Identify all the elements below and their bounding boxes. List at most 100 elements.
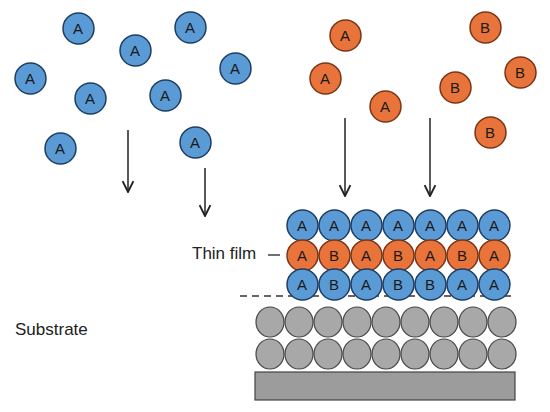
particle-circle: A <box>350 209 383 242</box>
particle-letter: A <box>446 209 479 242</box>
particle-circle: A <box>382 209 415 242</box>
region-label: Thin film <box>192 244 256 264</box>
particle-circle: A <box>478 268 511 301</box>
particle-letter: A <box>318 209 351 242</box>
particle-circle: A <box>309 62 342 95</box>
particle-circle: A <box>318 209 351 242</box>
particle-letter: A <box>309 62 342 95</box>
particle-letter: A <box>478 209 511 242</box>
particle-circle: A <box>446 209 479 242</box>
particle-letter: A <box>179 126 212 159</box>
particle-letter: A <box>14 62 47 95</box>
particle-circle: A <box>350 268 383 301</box>
substrate-atom <box>372 307 400 337</box>
particle-circle: B <box>504 56 537 89</box>
particle-letter: A <box>350 239 383 272</box>
particle-circle: A <box>414 239 447 272</box>
particle-letter: A <box>446 268 479 301</box>
particle-circle: A <box>44 132 77 165</box>
particle-letter: A <box>329 19 362 52</box>
substrate-atom <box>256 339 284 369</box>
particle-circle: A <box>329 19 362 52</box>
particle-circle: A <box>179 126 212 159</box>
substrate-atom <box>285 339 313 369</box>
particle-letter: A <box>382 209 415 242</box>
particle-letter: B <box>504 56 537 89</box>
particle-circle: A <box>414 209 447 242</box>
particle-letter: B <box>318 268 351 301</box>
substrate-atom <box>459 339 487 369</box>
particle-letter: B <box>446 239 479 272</box>
particle-circle: B <box>414 268 447 301</box>
substrate-base <box>255 372 515 400</box>
particle-letter: B <box>382 239 415 272</box>
particle-circle: B <box>382 268 415 301</box>
substrate-atom <box>488 307 516 337</box>
particle-circle: B <box>382 239 415 272</box>
particle-circle: A <box>119 34 152 67</box>
substrate-atom <box>372 339 400 369</box>
particle-circle: B <box>446 239 479 272</box>
particle-letter: A <box>286 268 319 301</box>
substrate-atom <box>459 307 487 337</box>
region-label: Substrate <box>15 320 88 340</box>
particle-circle: A <box>14 62 47 95</box>
substrate-atom <box>430 339 458 369</box>
particle-letter: A <box>219 52 252 85</box>
particle-circle: A <box>286 209 319 242</box>
particle-letter: A <box>44 132 77 165</box>
substrate-atom <box>401 339 429 369</box>
substrate-atoms <box>256 307 516 369</box>
substrate-atom <box>314 339 342 369</box>
particle-letter: A <box>478 239 511 272</box>
particle-circle: A <box>219 52 252 85</box>
substrate-atom <box>314 307 342 337</box>
particle-circle: A <box>286 268 319 301</box>
substrate-atom <box>256 307 284 337</box>
leader-line <box>268 254 280 255</box>
particle-letter: A <box>414 239 447 272</box>
particle-circle: A <box>369 90 402 123</box>
substrate-atom <box>285 307 313 337</box>
particle-circle: A <box>174 11 207 44</box>
particle-letter: A <box>286 209 319 242</box>
particle-letter: A <box>174 11 207 44</box>
particle-circle: A <box>478 239 511 272</box>
particle-letter: A <box>286 239 319 272</box>
particle-letter: A <box>119 34 152 67</box>
particle-letter: A <box>62 12 95 45</box>
particle-circle: B <box>318 268 351 301</box>
particle-letter: A <box>350 268 383 301</box>
particle-circle: A <box>74 82 107 115</box>
particle-circle: B <box>439 71 472 104</box>
particle-circle: B <box>318 239 351 272</box>
substrate-atom <box>343 307 371 337</box>
particle-circle: B <box>474 116 507 149</box>
particle-letter: B <box>439 71 472 104</box>
particle-letter: B <box>474 116 507 149</box>
particle-letter: A <box>414 209 447 242</box>
particle-circle: A <box>149 79 182 112</box>
substrate-atom <box>401 307 429 337</box>
particle-letter: A <box>74 82 107 115</box>
particle-circle: A <box>286 239 319 272</box>
particle-letter: A <box>149 79 182 112</box>
interface-line <box>240 295 516 297</box>
particle-letter: A <box>350 209 383 242</box>
particle-letter: B <box>318 239 351 272</box>
particle-circle: A <box>62 12 95 45</box>
particle-letter: B <box>414 268 447 301</box>
particle-circle: B <box>469 11 502 44</box>
particle-circle: A <box>350 239 383 272</box>
particle-letter: B <box>469 11 502 44</box>
substrate-atom <box>430 307 458 337</box>
particle-letter: A <box>369 90 402 123</box>
substrate-atom <box>488 339 516 369</box>
particle-letter: A <box>478 268 511 301</box>
particle-circle: A <box>446 268 479 301</box>
substrate-atom <box>343 339 371 369</box>
particle-letter: B <box>382 268 415 301</box>
particle-circle: A <box>478 209 511 242</box>
